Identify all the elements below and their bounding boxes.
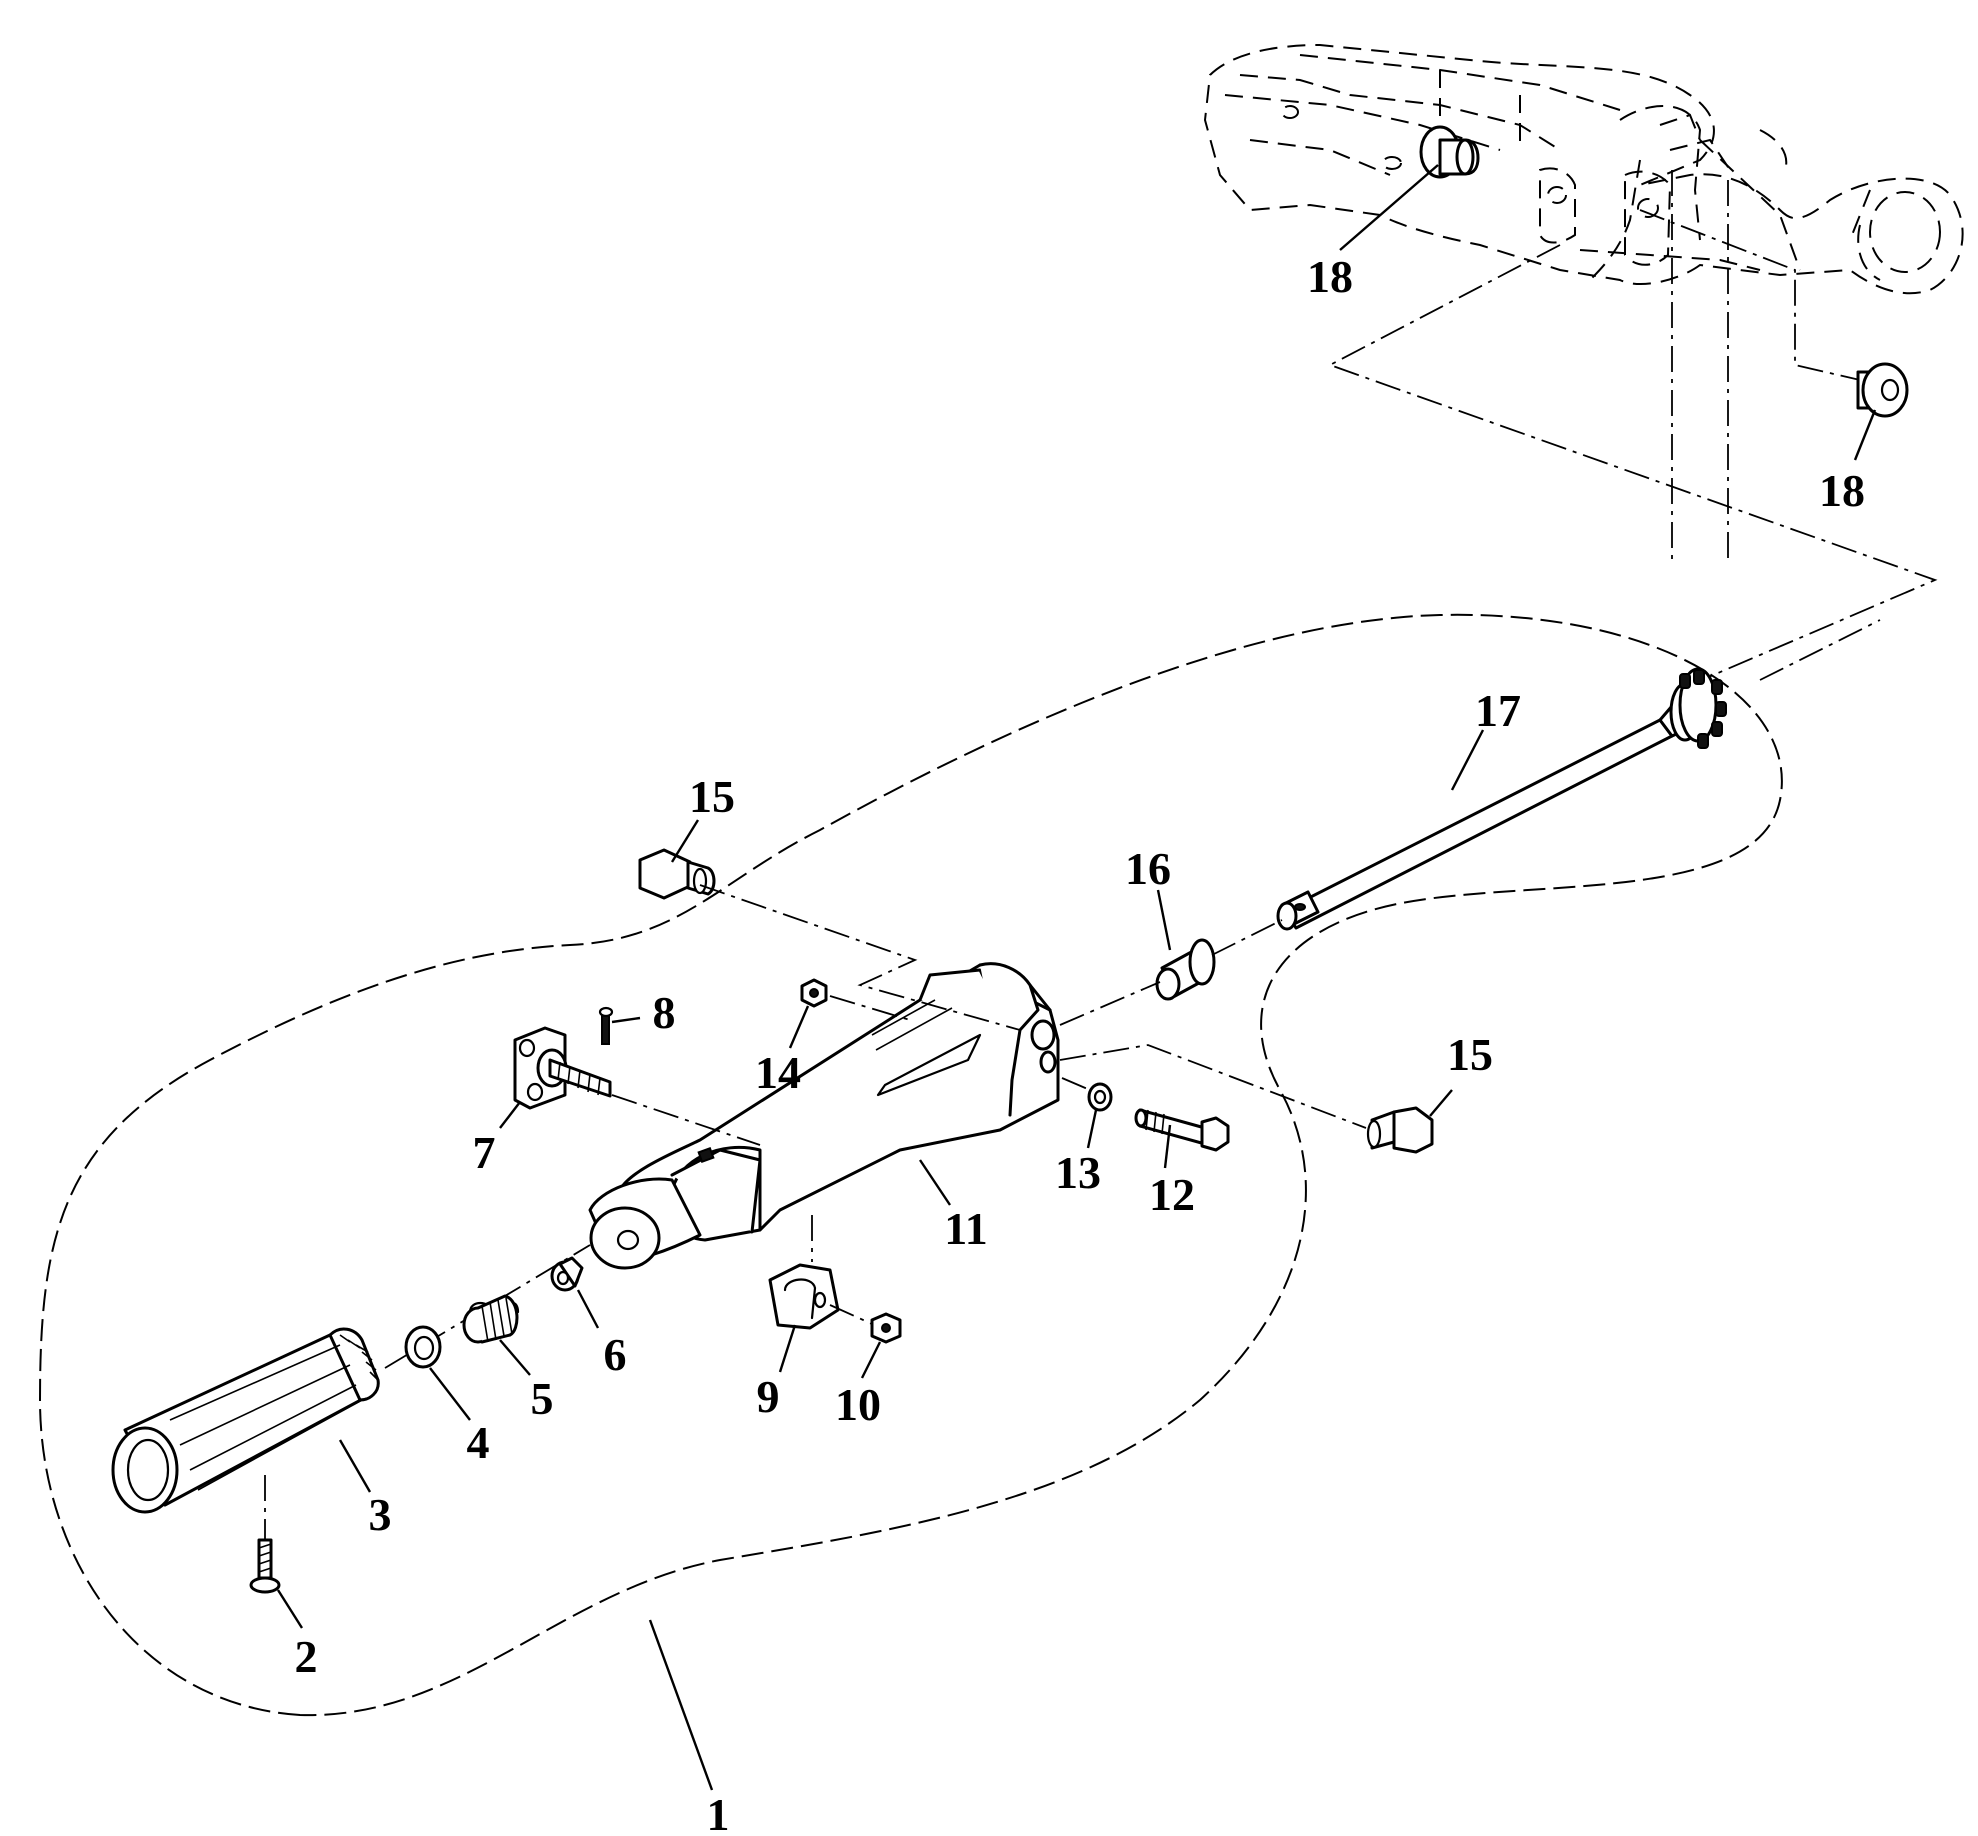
callout-13: 13 xyxy=(1055,1147,1101,1198)
leader-line-18b xyxy=(1853,409,1877,461)
shaft-to-bushing-axis xyxy=(1211,919,1283,956)
shaft-axis-line xyxy=(1759,619,1881,681)
callout-8: 8 xyxy=(653,987,676,1038)
leader-line-17 xyxy=(1450,729,1485,791)
leader-line-5 xyxy=(499,1339,531,1376)
part-13-washer xyxy=(1087,1082,1113,1112)
leader-line-12 xyxy=(1163,1124,1172,1169)
leader-line-1 xyxy=(648,1619,714,1791)
callout-4: 4 xyxy=(467,1417,490,1468)
callout-18a: 18 xyxy=(1307,251,1353,302)
callout-17: 17 xyxy=(1475,685,1521,736)
bolt12-axis-line xyxy=(1061,1077,1091,1091)
leader-line-2 xyxy=(276,1589,304,1629)
callout-3: 3 xyxy=(369,1489,392,1540)
part-15-pivot-bolt-lower xyxy=(1366,1106,1434,1154)
callout-16: 16 xyxy=(1125,843,1171,894)
callout-6: 6 xyxy=(604,1329,627,1380)
callout-10: 10 xyxy=(835,1379,881,1430)
leader-line-9 xyxy=(778,1324,797,1373)
leader-line-15a xyxy=(670,819,700,863)
upper-housing-ghost xyxy=(1203,43,1964,295)
part-18-bushing-lower xyxy=(1856,362,1909,418)
callout-7: 7 xyxy=(473,1127,496,1178)
leader-line-13 xyxy=(1086,1109,1098,1149)
leader-line-4 xyxy=(429,1367,471,1421)
callout-2: 2 xyxy=(295,1631,318,1682)
leader-line-11 xyxy=(919,1159,951,1206)
part-3-grip-handle xyxy=(111,1327,380,1514)
leader-line-14 xyxy=(788,1005,810,1049)
part-17-shift-shaft xyxy=(1276,667,1727,931)
part-18-bushing-upper xyxy=(1419,125,1480,179)
callout-14: 14 xyxy=(755,1047,801,1098)
part-5-spring xyxy=(462,1294,520,1344)
leader-line-16 xyxy=(1156,889,1172,951)
clip-to-nut-axis xyxy=(829,1304,873,1325)
callout-18b: 18 xyxy=(1819,465,1865,516)
callout-1: 1 xyxy=(707,1789,730,1836)
part-4-washer xyxy=(404,1325,442,1369)
leader-line-15b xyxy=(1429,1089,1453,1117)
throttle-bolt-axis-line xyxy=(611,1094,761,1146)
part-14-nut xyxy=(800,978,828,1008)
callout-11: 11 xyxy=(944,1203,987,1254)
leader-line-10 xyxy=(860,1341,882,1379)
assembly-boundary xyxy=(38,613,1783,1717)
callout-12: 12 xyxy=(1149,1169,1195,1220)
part-6-sleeve xyxy=(550,1256,584,1292)
pivot-axis-line-lower xyxy=(1059,1044,1367,1129)
housing-axis-line xyxy=(1639,209,1861,381)
part-8-pin xyxy=(598,1006,614,1045)
part-12-bolt xyxy=(1134,1108,1230,1152)
part-15-pivot-bolt-upper xyxy=(638,848,716,900)
housing-to-shaft-projection xyxy=(1327,244,1938,686)
leader-line-7 xyxy=(499,1101,521,1129)
callout-15b: 15 xyxy=(1447,1029,1493,1080)
part-2-screw xyxy=(249,1538,281,1594)
bushing-axis-line xyxy=(1059,981,1161,1026)
part-16-bushing xyxy=(1155,938,1216,1001)
leader-line-8 xyxy=(611,1016,641,1024)
part-7-friction-plate xyxy=(513,1026,612,1110)
leader-line-18a xyxy=(1339,164,1439,251)
pivot-axis-line xyxy=(699,884,1021,1031)
callout-15a: 15 xyxy=(689,771,735,822)
part-10-nut xyxy=(870,1312,902,1344)
callout-9: 9 xyxy=(757,1371,780,1422)
callout-5: 5 xyxy=(531,1373,554,1424)
part-11-tiller-arm xyxy=(588,962,1060,1270)
leader-line-6 xyxy=(576,1289,600,1329)
nut14-axis-line xyxy=(829,995,911,1021)
leader-line-3 xyxy=(338,1439,372,1493)
part-9-clip xyxy=(768,1263,840,1330)
